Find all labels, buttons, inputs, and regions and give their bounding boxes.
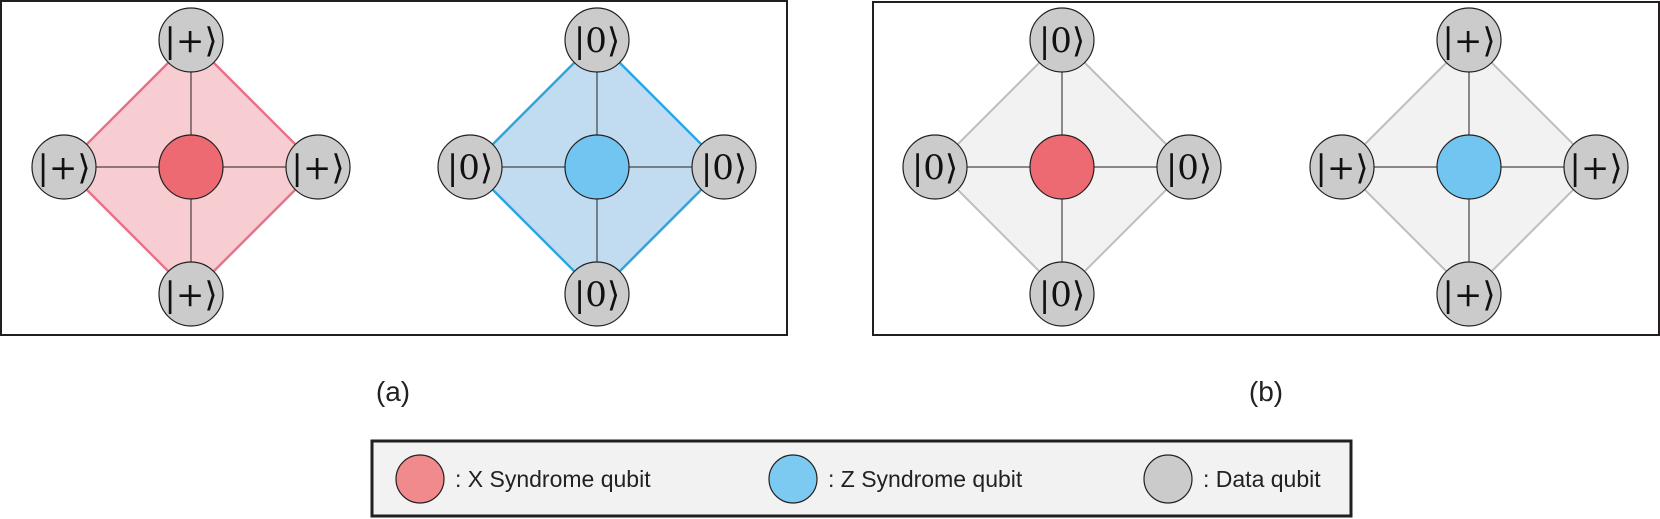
- panel-a-x-plaquette: |+⟩ |+⟩ |+⟩ |+⟩: [31, 7, 351, 327]
- data-qubit-bottom: [1436, 261, 1502, 327]
- panel-b-x-plaquette: |0⟩ |0⟩ |0⟩ |0⟩: [902, 7, 1222, 327]
- panel-a-label: (a): [376, 376, 410, 407]
- data-qubit-right: [1563, 134, 1629, 200]
- z-syndrome-qubit-icon: [768, 454, 818, 504]
- data-qubit-right: [691, 134, 757, 200]
- data-qubit-left: [31, 134, 97, 200]
- legend-data-label: : Data qubit: [1203, 466, 1321, 492]
- data-qubit-state-bottom: |+⟩: [164, 275, 217, 315]
- data-qubit-state-top: |0⟩: [1039, 21, 1085, 61]
- data-qubit-state-right: |+⟩: [1569, 148, 1622, 188]
- data-qubit-state-bottom: |0⟩: [574, 275, 620, 315]
- legend-x-label: : X Syndrome qubit: [455, 466, 651, 492]
- data-qubit-state-right: |0⟩: [701, 148, 747, 188]
- x-syndrome-qubit: [158, 134, 224, 200]
- data-qubit-top: [1436, 7, 1502, 73]
- data-qubit-right: [1156, 134, 1222, 200]
- data-qubit-right: [285, 134, 351, 200]
- data-qubit-left: [1309, 134, 1375, 200]
- data-qubit-state-right: |+⟩: [291, 148, 344, 188]
- panel-b-z-plaquette: |+⟩ |+⟩ |+⟩ |+⟩: [1309, 7, 1629, 327]
- data-qubit-top: [1029, 7, 1095, 73]
- data-qubit-top: [158, 7, 224, 73]
- panel-b-label: (b): [1249, 376, 1283, 407]
- panel-a-frame: [0, 0, 788, 336]
- data-qubit-left: [902, 134, 968, 200]
- legend-z-label: : Z Syndrome qubit: [828, 466, 1023, 492]
- panel-a-z-plaquette: |0⟩ |0⟩ |0⟩ |0⟩: [437, 7, 757, 327]
- data-qubit-state-left: |0⟩: [912, 148, 958, 188]
- data-qubit-left: [437, 134, 503, 200]
- data-qubit-state-top: |0⟩: [574, 21, 620, 61]
- data-qubit-state-top: |+⟩: [164, 21, 217, 61]
- data-qubit-state-bottom: |+⟩: [1442, 275, 1495, 315]
- data-qubit-state-right: |0⟩: [1166, 148, 1212, 188]
- data-qubit-state-left: |+⟩: [37, 148, 90, 188]
- data-qubit-state-left: |0⟩: [447, 148, 493, 188]
- data-qubit-state-top: |+⟩: [1442, 21, 1495, 61]
- data-qubit-state-left: |+⟩: [1315, 148, 1368, 188]
- data-qubit-bottom: [1029, 261, 1095, 327]
- data-qubit-icon: [1143, 454, 1193, 504]
- z-syndrome-qubit: [564, 134, 630, 200]
- panel-b-frame: [872, 1, 1660, 336]
- x-syndrome-qubit: [1029, 134, 1095, 200]
- z-syndrome-qubit: [1436, 134, 1502, 200]
- data-qubit-bottom: [564, 261, 630, 327]
- data-qubit-top: [564, 7, 630, 73]
- data-qubit-state-bottom: |0⟩: [1039, 275, 1085, 315]
- data-qubit-bottom: [158, 261, 224, 327]
- x-syndrome-qubit-icon: [395, 454, 445, 504]
